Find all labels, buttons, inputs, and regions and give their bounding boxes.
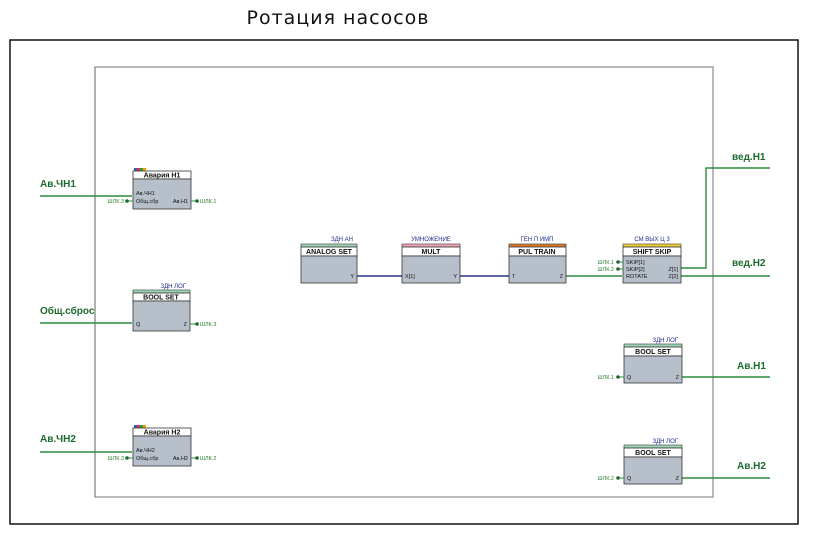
block-body (300, 255, 358, 284)
block-bool-set-reset[interactable]: ЗДН ЛОГ BOOL SET Q Z ШЛК.3 (132, 284, 216, 332)
port-out: Z (184, 322, 188, 328)
signal-ved-n2: вед.Н2 (732, 258, 766, 269)
link-tag-left: ШЛК.2 (598, 476, 614, 482)
block-title: BOOL SET (635, 450, 671, 457)
port-out: Y (453, 274, 457, 280)
port-in2: Общ.сбр (136, 199, 158, 205)
connector-dot (616, 267, 620, 271)
connector-dot (195, 456, 199, 460)
block-caption: УМНОЖЕНИЕ (411, 237, 451, 243)
signal-av-n1: Ав.Н1 (737, 361, 766, 372)
block-caption: ЗДН ЛОГ (160, 284, 186, 290)
connector-dot (616, 260, 620, 264)
port-in: Q (627, 476, 632, 482)
wire-out-ved-n1 (680, 167, 770, 269)
block-alarm-n1[interactable]: Авария Н1 Ав.ЧН1 Общ.сбр Ав.Н1 ШЛК.3 ШЛК… (108, 168, 217, 210)
block-caption: СМ ВЫХ Ц 3 (634, 237, 670, 243)
port-in1: Ав.ЧН1 (136, 191, 155, 197)
signal-av-chn2: Ав.ЧН2 (40, 434, 76, 445)
block-shift-skip[interactable]: СМ ВЫХ Ц 3 SHIFT SKIP SKIP[1] SKIP[2] RO… (598, 237, 682, 284)
block-title: MULT (422, 249, 442, 256)
link-tag-right: ШЛК.2 (200, 456, 216, 462)
block-caption: ГЕН П ИМП (521, 237, 554, 243)
port-in: X[1] (405, 274, 415, 280)
port-skip1: SKIP[1] (626, 260, 645, 266)
signal-reset: Общ.сброс (40, 305, 95, 317)
port-out: Y (350, 274, 354, 280)
block-body (623, 355, 683, 384)
port-z2: Z[2] (669, 274, 679, 280)
block-title: Авария Н1 (144, 173, 181, 180)
block-caption: ЗДН ЛОГ (652, 338, 678, 344)
block-title: PUL TRAIN (518, 249, 555, 256)
block-title: BOOL SET (635, 349, 671, 356)
block-analog-set[interactable]: ЗДН АН ANALOG SET Y (300, 237, 358, 284)
link-tag-left: ШЛК.3 (108, 199, 124, 205)
block-caption: ЗДН ЛОГ (652, 439, 678, 445)
block-bool-set-av-n1[interactable]: ЗДН ЛОГ BOOL SET Q Z ШЛК.1 (598, 338, 683, 384)
signal-av-n2: Ав.Н2 (737, 461, 766, 472)
port-z1: Z[1] (669, 267, 679, 273)
connector-dot (195, 322, 199, 326)
block-body (623, 456, 683, 485)
port-in: Q (136, 322, 141, 328)
signal-av-chn1: Ав.ЧН1 (40, 179, 76, 190)
connector-dot (616, 375, 620, 379)
block-mult[interactable]: УМНОЖЕНИЕ MULT X[1] Y (401, 237, 461, 284)
block-title: ANALOG SET (306, 249, 353, 256)
block-title: Авария Н2 (144, 430, 181, 437)
port-out: Ав.Н1 (173, 199, 188, 205)
block-body (132, 435, 192, 467)
block-bool-set-av-n2[interactable]: ЗДН ЛОГ BOOL SET Q Z ШЛК.2 (598, 439, 683, 485)
connector-dot (125, 199, 129, 203)
port-in1: Ав.ЧН2 (136, 448, 155, 454)
port-in2: Общ.сбр (136, 456, 158, 462)
link-tag-right: ШЛК.1 (200, 199, 216, 205)
port-out: Z (560, 274, 564, 280)
port-out: Z (676, 476, 680, 482)
block-alarm-n2[interactable]: Авария Н2 Ав.ЧН2 Общ.сбр Ав.Н2 ШЛК.3 ШЛК… (108, 425, 217, 467)
palette-icon (134, 168, 146, 171)
block-caption: ЗДН АН (331, 237, 353, 243)
connector-dot (125, 456, 129, 460)
block-body (132, 178, 192, 210)
port-rotate: ROTATE (626, 274, 648, 280)
block-title: BOOL SET (143, 295, 179, 302)
signal-labels: Ав.ЧН1 Общ.сброс Ав.ЧН2 вед.Н1 вед.Н2 Ав… (40, 152, 766, 472)
block-title: SHIFT SKIP (633, 249, 672, 256)
link-tag-skip2: ШЛК.2 (598, 267, 614, 273)
palette-icon (134, 425, 146, 428)
wires (40, 167, 770, 479)
link-tag-left: ШЛК.3 (108, 456, 124, 462)
page-title: Ротация насосов (247, 7, 430, 29)
drawing-frame (9, 39, 799, 525)
port-skip2: SKIP[2] (626, 267, 645, 273)
link-tag-right: ШЛК.3 (200, 322, 216, 328)
block-pul-train[interactable]: ГЕН П ИМП PUL TRAIN T Z (508, 237, 567, 284)
port-in: Q (627, 375, 632, 381)
port-out: Z (676, 375, 680, 381)
port-out: Ав.Н2 (173, 456, 188, 462)
port-in: T (512, 274, 516, 280)
block-body (508, 255, 567, 284)
signal-ved-n1: вед.Н1 (732, 152, 766, 163)
link-tag-left: ШЛК.1 (598, 375, 614, 381)
link-tag-skip1: ШЛК.1 (598, 260, 614, 266)
block-body (132, 300, 191, 332)
block-body (622, 255, 682, 284)
connector-dot (616, 476, 620, 480)
block-body (401, 255, 461, 284)
connector-dot (195, 199, 199, 203)
